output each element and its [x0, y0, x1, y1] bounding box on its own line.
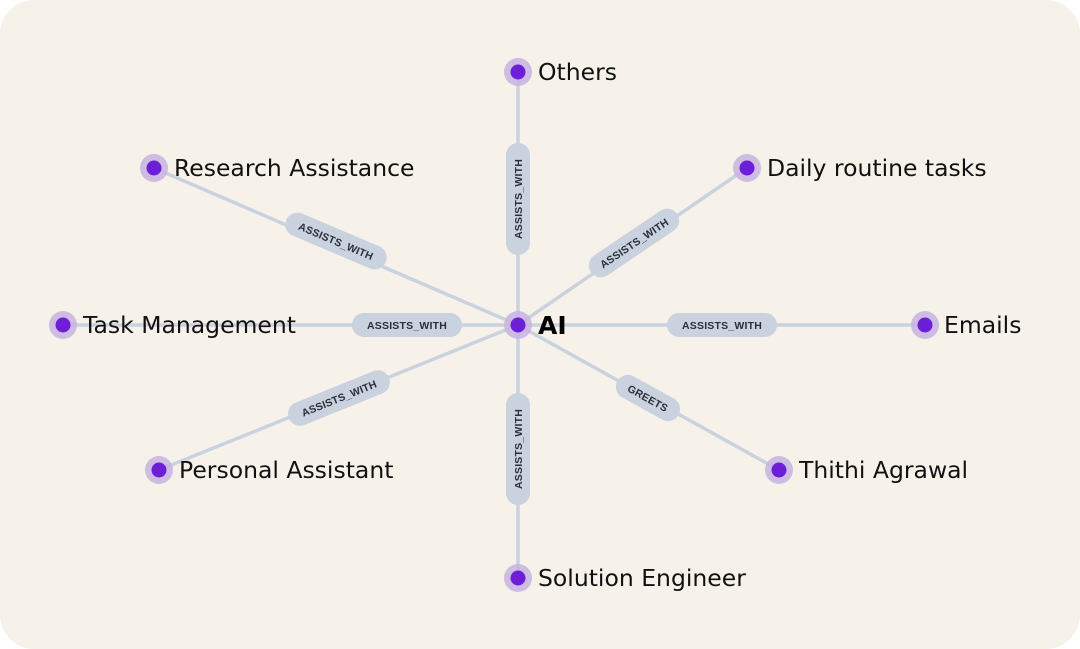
node-dot: [917, 317, 933, 333]
edge-label-text: ASSISTS_WITH: [513, 159, 525, 239]
node-dot: [146, 160, 162, 176]
edge-label-pill: [352, 313, 462, 337]
node-label: Solution Engineer: [538, 564, 746, 592]
edge-label-others[interactable]: ASSISTS_WITH: [506, 143, 530, 255]
center-node-label: AI: [538, 311, 567, 340]
edge-label-research-assistance[interactable]: ASSISTS_WITH: [282, 209, 391, 273]
edge-label-text: ASSISTS_WITH: [367, 320, 447, 332]
edge-label-text: ASSISTS_WITH: [513, 409, 525, 489]
node-personal-assistant[interactable]: Personal Assistant: [145, 456, 393, 484]
node-label: Emails: [944, 311, 1021, 339]
node-dot: [510, 570, 526, 586]
node-dot: [771, 462, 787, 478]
edge-label-solution-engineer[interactable]: ASSISTS_WITH: [506, 393, 530, 505]
node-others[interactable]: Others: [504, 58, 617, 86]
node-dot: [151, 462, 167, 478]
edge-label-emails[interactable]: ASSISTS_WITH: [667, 313, 777, 337]
node-label: Daily routine tasks: [767, 154, 987, 182]
node-label: Task Management: [82, 311, 296, 339]
node-research-assistance[interactable]: Research Assistance: [140, 154, 415, 182]
node-solution-engineer[interactable]: Solution Engineer: [504, 564, 746, 592]
node-dot: [739, 160, 755, 176]
edge-label-pill: [506, 393, 530, 505]
edge-label-task-management[interactable]: ASSISTS_WITH: [352, 313, 462, 337]
edge-label-thithi-agrawal[interactable]: GREETS: [612, 371, 685, 426]
node-emails[interactable]: Emails: [911, 311, 1021, 339]
node-label: Thithi Agrawal: [798, 456, 968, 484]
node-dot: [510, 317, 526, 333]
node-dot: [55, 317, 71, 333]
node-label: Others: [538, 58, 617, 86]
node-label: Research Assistance: [174, 154, 415, 182]
edge-label-pill: [588, 208, 680, 278]
node-center-ai[interactable]: AI: [504, 311, 567, 340]
edge-label-personal-assistant[interactable]: ASSISTS_WITH: [284, 367, 393, 430]
edge-label-pill: [288, 370, 390, 426]
edge-label-pill: [285, 212, 387, 270]
node-task-management[interactable]: Task Management: [49, 311, 296, 339]
node-dot: [510, 64, 526, 80]
edge-label-pill: [506, 143, 530, 255]
node-label: Personal Assistant: [179, 456, 393, 484]
node-thithi-agrawal[interactable]: Thithi Agrawal: [765, 456, 968, 484]
node-daily-routine-tasks[interactable]: Daily routine tasks: [733, 154, 987, 182]
edge-label-text: ASSISTS_WITH: [598, 216, 671, 271]
edge-label-pill: [667, 313, 777, 337]
edge-label-text: ASSISTS_WITH: [682, 320, 762, 332]
edge-label-daily-routine-tasks[interactable]: ASSISTS_WITH: [584, 204, 684, 282]
edge-label-pill: [615, 374, 681, 422]
